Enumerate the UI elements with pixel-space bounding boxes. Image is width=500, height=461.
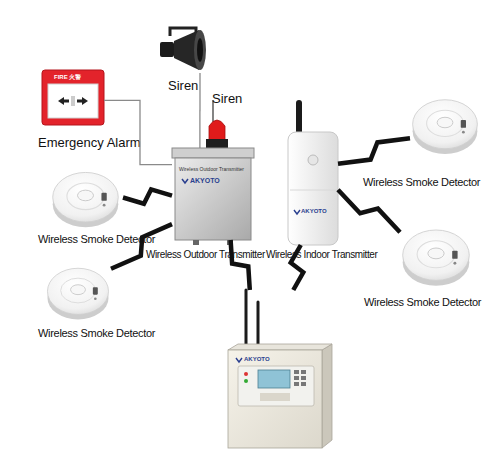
wired-link: [104, 100, 172, 164]
device-node: Wireless Smoke Detector: [48, 168, 123, 230]
beacon-dome: [209, 120, 225, 140]
alarm-housing: [42, 70, 104, 125]
box-lid: [172, 148, 254, 158]
smoke-detector-icon: [403, 230, 470, 286]
device-label: Wireless Indoor Transmitter: [266, 250, 377, 260]
panel-antenna: [257, 302, 260, 350]
wireless-link: [123, 189, 172, 203]
panel-key: [294, 376, 299, 380]
device-node: Wireless Indoor TransmitterAKYOTO: [288, 100, 338, 245]
device-node: Wireless Outdoor TransmitterWireless Out…: [172, 148, 254, 240]
panel-led: [244, 372, 248, 376]
device-marking: Wireless Outdoor Transmitter: [179, 167, 244, 172]
device-label: Emergency Alarm: [38, 136, 141, 149]
device-node: Emergency AlarmFIRE 火警: [42, 70, 104, 125]
wireless-link: [338, 138, 410, 163]
beacon-siren: [206, 100, 228, 148]
indoor-transmitter: [288, 100, 338, 245]
wireless-link: [338, 190, 400, 233]
indoor-seam: [290, 190, 336, 191]
alarm-arrow: [64, 100, 69, 103]
panel-side: [322, 344, 332, 448]
alarm-arrow: [58, 97, 64, 105]
logo-mark: [182, 179, 188, 183]
device-label: Wireless Smoke Detector: [38, 234, 155, 245]
smoke-detector-icon: [413, 100, 478, 154]
control-panel: [228, 290, 332, 448]
panel-keypad: [260, 393, 290, 401]
panel-key: [301, 376, 306, 380]
smoke-detector-icon: [47, 268, 108, 319]
device-marking: AKYOTO: [301, 208, 327, 214]
device-marking: AKYOTO: [190, 177, 220, 184]
device-node: Siren: [208, 112, 226, 148]
panel-top: [228, 344, 332, 350]
alarm-arrow: [82, 97, 88, 105]
alarm-call-point: [42, 70, 104, 125]
panel-key: [294, 382, 299, 386]
box-gland: [227, 240, 233, 245]
panel-key: [294, 370, 299, 374]
device-node: AKYOTO: [228, 290, 332, 448]
logo-mark: [294, 210, 300, 214]
device-node: Siren: [158, 28, 208, 73]
panel-key: [301, 382, 306, 386]
device-node: Wireless Smoke Detector: [45, 262, 111, 324]
device-label: Siren: [168, 79, 198, 92]
horn-siren: [160, 28, 206, 70]
wired-link: [199, 73, 200, 148]
indoor-speaker: [308, 155, 318, 165]
device-label: Wireless Smoke Detector: [363, 177, 480, 188]
beacon-base: [206, 139, 228, 148]
horn-driver: [160, 42, 174, 57]
panel-fascia: [238, 366, 314, 406]
device-node: Wireless Smoke Detector: [410, 90, 480, 162]
box-body: [175, 158, 251, 240]
horn-mouth: [194, 30, 206, 70]
box-gland: [193, 240, 199, 245]
panel-antenna: [245, 290, 248, 350]
alarm-glass: [48, 84, 98, 118]
alarm-key: [71, 96, 75, 106]
indoor-body: [288, 132, 338, 245]
device-label: AKYOTO: [244, 356, 270, 362]
panel-led: [244, 379, 248, 383]
panel-front: [228, 350, 322, 448]
outdoor-transmitter: [172, 148, 254, 245]
device-label: Siren: [212, 92, 242, 105]
logo-mark: [236, 358, 242, 362]
alarm-arrow: [77, 100, 82, 103]
device-label: Wireless Outdoor Transmitter: [146, 250, 265, 260]
panel-screen: [258, 370, 290, 388]
device-label: Wireless Smoke Detector: [38, 328, 155, 339]
horn-mouth-inner: [197, 38, 203, 62]
device-node: Wireless Smoke Detector: [400, 222, 472, 292]
device-marking: FIRE 火警: [54, 74, 81, 80]
wireless-link: [231, 240, 250, 290]
wireless-link: [111, 224, 172, 269]
panel-key: [301, 370, 306, 374]
smoke-detector-icon: [53, 172, 119, 227]
device-label: Wireless Smoke Detector: [364, 297, 481, 308]
